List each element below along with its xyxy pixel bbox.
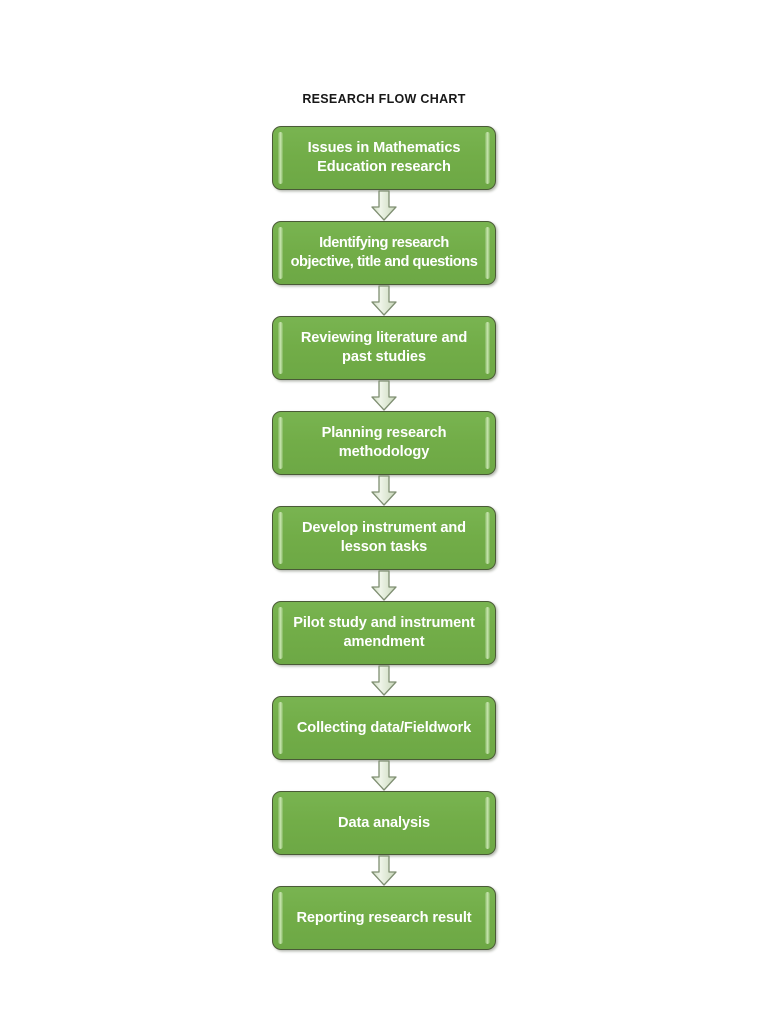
flow-node-analysis: Data analysis — [272, 791, 496, 855]
flow-node-collecting: Collecting data/Fieldwork — [272, 696, 496, 760]
connector-5 — [272, 570, 496, 601]
process-box[interactable]: Planning research methodology — [272, 411, 496, 475]
process-box[interactable]: Reporting research result — [272, 886, 496, 950]
down-arrow-icon — [371, 760, 397, 791]
flow-node-identifying: Identifying research objective, title an… — [272, 221, 496, 285]
flow-node-reviewing: Reviewing literature and past studies — [272, 316, 496, 380]
down-arrow-icon — [371, 570, 397, 601]
connector-2 — [272, 285, 496, 316]
process-box[interactable]: Pilot study and instrument amendment — [272, 601, 496, 665]
process-box-label: Planning research methodology — [321, 425, 447, 460]
down-arrow-icon — [371, 855, 397, 886]
process-box-label: Data analysis — [338, 814, 430, 831]
down-arrow-icon — [371, 190, 397, 221]
process-box-label: Reviewing literature and past studies — [300, 330, 468, 365]
process-box[interactable]: Collecting data/Fieldwork — [272, 696, 496, 760]
connector-1 — [272, 190, 496, 221]
process-box[interactable]: Identifying research objective, title an… — [272, 221, 496, 285]
process-box-label: Develop instrument and lesson tasks — [301, 520, 467, 555]
down-arrow-icon — [371, 380, 397, 411]
process-box[interactable]: Develop instrument and lesson tasks — [272, 506, 496, 570]
flow-node-pilot: Pilot study and instrument amendment — [272, 601, 496, 665]
process-box-label: Reporting research result — [296, 909, 472, 926]
process-box[interactable]: Data analysis — [272, 791, 496, 855]
process-box[interactable]: Reviewing literature and past studies — [272, 316, 496, 380]
flowchart-container: Issues in Mathematics Education research… — [272, 126, 496, 950]
process-box-label: Pilot study and instrument amendment — [293, 615, 475, 650]
process-box-label: Collecting data/Fieldwork — [296, 719, 472, 736]
connector-3 — [272, 380, 496, 411]
flow-node-reporting: Reporting research result — [272, 886, 496, 950]
connector-8 — [272, 855, 496, 886]
down-arrow-icon — [371, 475, 397, 506]
process-box[interactable]: Issues in Mathematics Education research — [272, 126, 496, 190]
flow-node-planning: Planning research methodology — [272, 411, 496, 475]
flow-node-develop: Develop instrument and lesson tasks — [272, 506, 496, 570]
page-title: RESEARCH FLOW CHART — [302, 92, 466, 106]
connector-4 — [272, 475, 496, 506]
down-arrow-icon — [371, 285, 397, 316]
down-arrow-icon — [371, 665, 397, 696]
process-box-label: Identifying research objective, title an… — [290, 235, 478, 270]
connector-6 — [272, 665, 496, 696]
connector-7 — [272, 760, 496, 791]
flow-node-issues: Issues in Mathematics Education research — [272, 126, 496, 190]
process-box-label: Issues in Mathematics Education research — [307, 140, 461, 175]
